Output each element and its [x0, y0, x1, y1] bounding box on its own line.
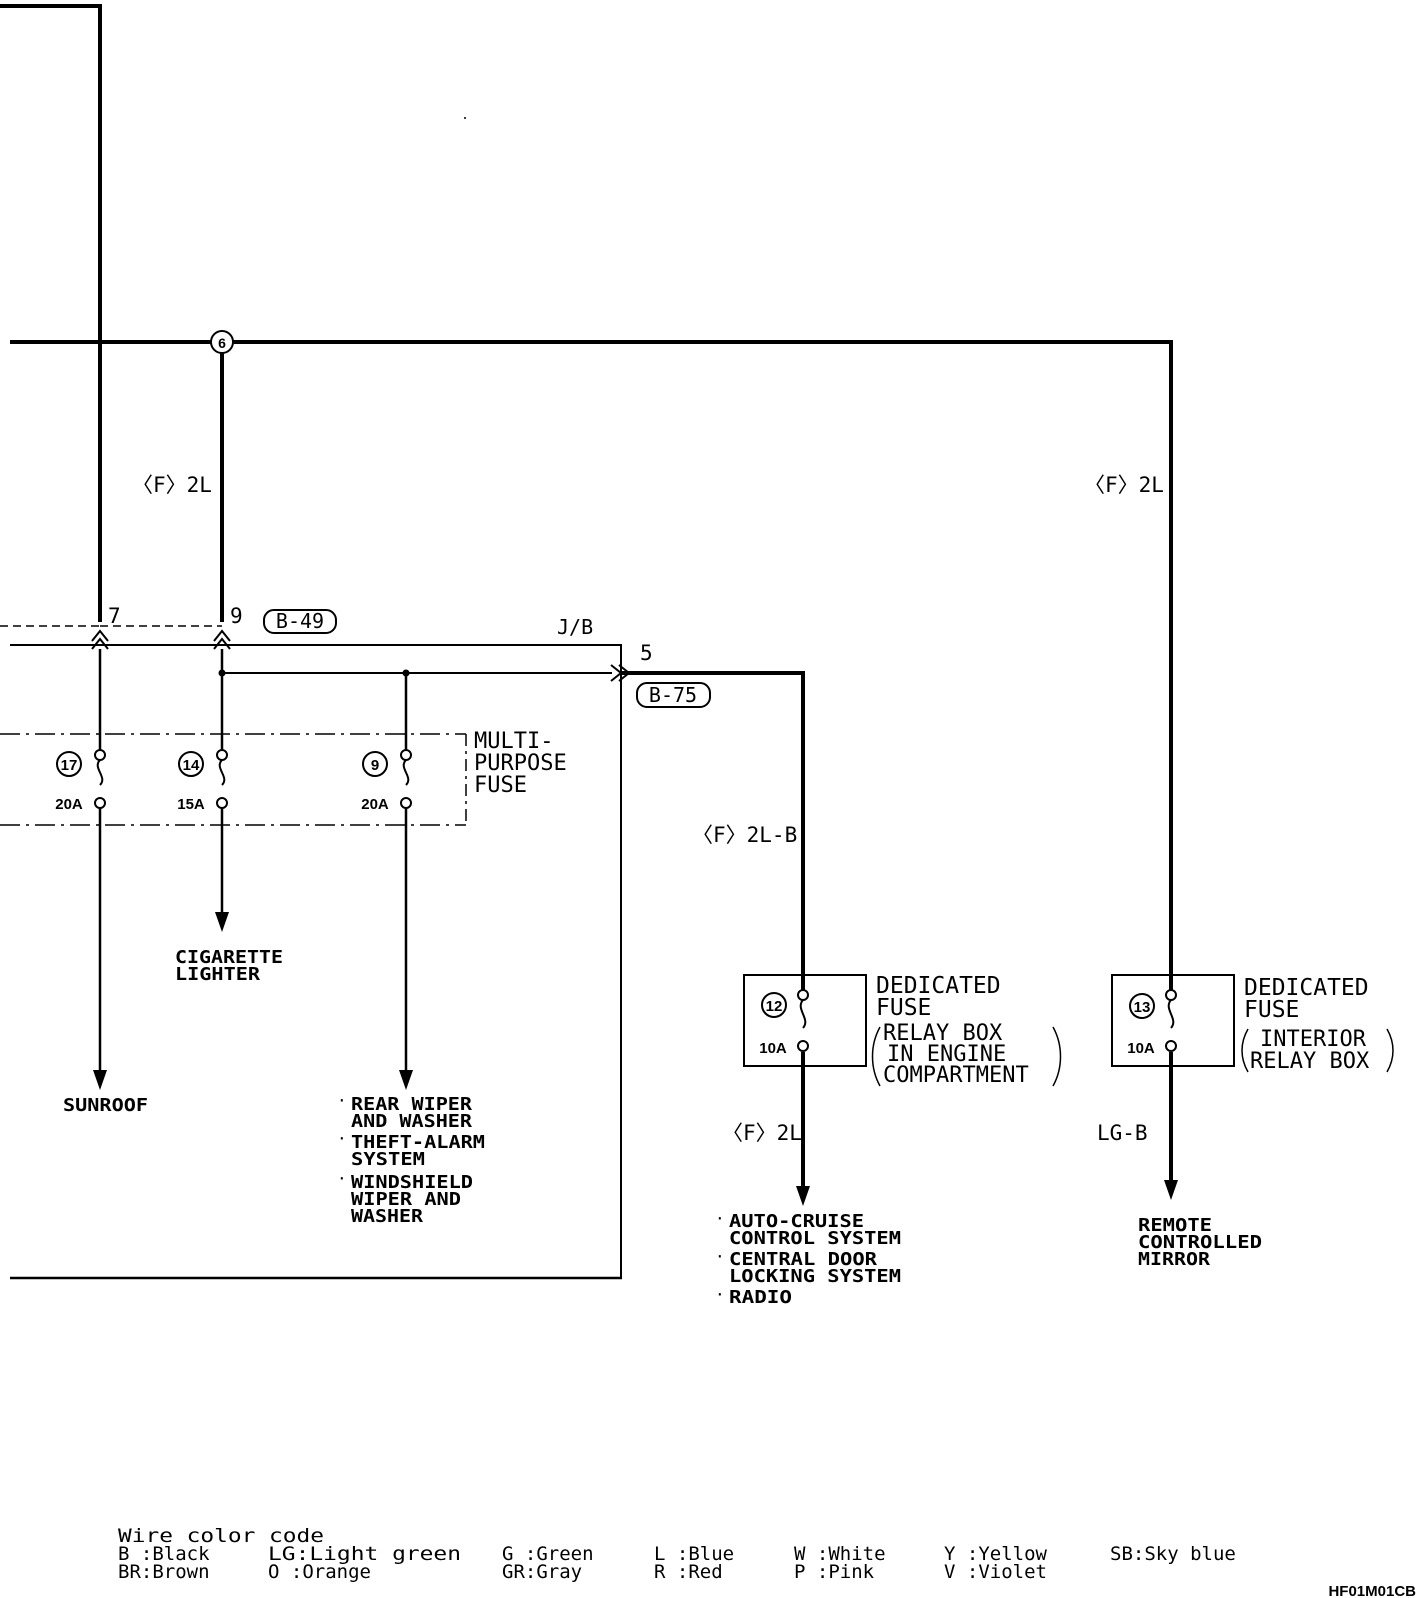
svg-text:SYSTEM: SYSTEM [351, 1149, 425, 1170]
pin-7: 7 [108, 604, 121, 628]
svg-text:13: 13 [1134, 999, 1151, 1016]
svg-text:RELAY BOX: RELAY BOX [1250, 1049, 1370, 1074]
svg-text:SB:Sky blue: SB:Sky blue [1110, 1543, 1236, 1565]
fuse12-title-line1: DEDICATED [876, 973, 1001, 999]
svg-text:9: 9 [371, 757, 379, 774]
wire-label-after-fuse12: 〈F〉2L [722, 1121, 802, 1145]
fuse13-title-line2: FUSE [1244, 997, 1299, 1023]
svg-text:15A: 15A [177, 796, 205, 813]
dest-cruise-group: · AUTO-CRUISE CONTROL SYSTEM · CENTRAL D… [715, 1209, 901, 1308]
multi-fuse-title-line1: MULTI- [474, 729, 553, 754]
dest-remote-mirror: REMOTE CONTROLLED MIRROR [1138, 1215, 1262, 1270]
svg-text:RELAY BOX: RELAY BOX [883, 1021, 1003, 1046]
svg-text:B-75: B-75 [649, 683, 697, 707]
splice-6: 6 [210, 330, 234, 354]
svg-text:REMOTE: REMOTE [1138, 1215, 1212, 1236]
wire-color-legend: Wire color code B :Black BR:Brown LG:Lig… [118, 1525, 1236, 1583]
figure-id: HF01M01CB [1328, 1583, 1416, 1598]
svg-text:17: 17 [61, 757, 78, 774]
fuse13-title-line1: DEDICATED [1244, 975, 1369, 1001]
svg-text:B-49: B-49 [276, 609, 324, 633]
svg-text:COMPARTMENT: COMPARTMENT [883, 1063, 1029, 1088]
svg-text:B :Black: B :Black [118, 1543, 210, 1565]
multi-fuse-title-line2: PURPOSE [474, 751, 567, 776]
svg-text:10A: 10A [759, 1040, 787, 1057]
connector-chevrons [91, 629, 631, 682]
svg-text:L :Blue: L :Blue [654, 1543, 734, 1565]
svg-text:MIRROR: MIRROR [1138, 1249, 1210, 1270]
dest-sunroof: SUNROOF [63, 1095, 148, 1116]
svg-text:CIGARETTE: CIGARETTE [175, 947, 283, 968]
svg-text:P :Pink: P :Pink [794, 1561, 875, 1583]
connector-b49: B-49 [263, 609, 337, 634]
svg-text:WINDSHIELD: WINDSHIELD [351, 1172, 473, 1193]
svg-text:LG:Light green: LG:Light green [268, 1543, 461, 1565]
svg-text:CONTROLLED: CONTROLLED [1138, 1232, 1262, 1253]
svg-text:·: · [715, 1247, 725, 1266]
svg-text:12: 12 [766, 998, 783, 1015]
multi-purpose-fuse-box [0, 733, 467, 826]
svg-text:AND WASHER: AND WASHER [351, 1111, 472, 1132]
junction-block [0, 625, 622, 1280]
wire-label-top-right: 〈F〉2L [1084, 473, 1164, 497]
wire-label-top-left: 〈F〉2L [132, 473, 212, 497]
svg-text:AUTO-CRUISE: AUTO-CRUISE [729, 1211, 864, 1232]
svg-text:R :Red: R :Red [654, 1561, 723, 1583]
svg-text:CENTRAL DOOR: CENTRAL DOOR [729, 1249, 877, 1270]
svg-text:G :Green: G :Green [502, 1543, 594, 1565]
dedicated-fuse-12: 12 10A [743, 974, 867, 1067]
jb-label: J/B [557, 615, 593, 639]
svg-text:GR:Gray: GR:Gray [502, 1561, 582, 1583]
pin-5: 5 [640, 641, 653, 665]
wire-label-after-fuse13: LG-B [1097, 1121, 1148, 1145]
svg-text:·: · [337, 1169, 347, 1188]
arrowheads [93, 912, 1178, 1206]
svg-text:V :Violet: V :Violet [944, 1561, 1047, 1583]
svg-text:BR:Brown: BR:Brown [118, 1561, 210, 1583]
fuse-17: 17 20A [55, 749, 106, 813]
main-wires [0, 4, 1173, 1188]
svg-text:LOCKING SYSTEM: LOCKING SYSTEM [729, 1266, 901, 1287]
fuse12-title-line2: FUSE [876, 995, 931, 1021]
svg-text:WIPER AND: WIPER AND [351, 1189, 461, 1210]
svg-text:WASHER: WASHER [351, 1206, 423, 1227]
dedicated-fuse-13: 13 10A [1111, 974, 1235, 1067]
dest-rear-group: · REAR WIPER AND WASHER · THEFT-ALARM SY… [337, 1091, 485, 1227]
multi-fuse-title-line3: FUSE [474, 773, 527, 798]
svg-text:O :Orange: O :Orange [268, 1561, 371, 1583]
svg-text:RADIO: RADIO [729, 1287, 792, 1308]
svg-text:·: · [715, 1209, 725, 1228]
svg-text:IN ENGINE: IN ENGINE [887, 1042, 1006, 1067]
svg-text:·: · [337, 1091, 347, 1110]
svg-text:INTERIOR: INTERIOR [1260, 1027, 1367, 1052]
svg-text:·: · [337, 1129, 347, 1148]
svg-text:LIGHTER: LIGHTER [175, 964, 260, 985]
svg-text:10A: 10A [1127, 1040, 1155, 1057]
wire-label-mid: 〈F〉2L-B [692, 823, 797, 847]
connector-b75: B-75 [636, 682, 711, 708]
pin-9: 9 [230, 604, 243, 628]
svg-text:20A: 20A [55, 796, 83, 813]
splice-number: 6 [218, 335, 226, 351]
dest-cigarette-lighter: CIGARETTE LIGHTER [175, 947, 283, 985]
svg-text:·: · [715, 1285, 725, 1304]
svg-text:20A: 20A [361, 796, 389, 813]
svg-text:14: 14 [183, 757, 200, 774]
svg-text:REAR WIPER: REAR WIPER [351, 1094, 472, 1115]
fuse-14: 14 15A [177, 749, 228, 813]
svg-text:Y :Yellow: Y :Yellow [944, 1543, 1048, 1565]
legend-title: Wire color code [118, 1525, 324, 1547]
svg-text:W :White: W :White [794, 1543, 886, 1565]
fuse12-location: RELAY BOX IN ENGINE COMPARTMENT [871, 1021, 1062, 1088]
fuse13-location: INTERIOR RELAY BOX [1241, 1027, 1394, 1074]
svg-text:CONTROL SYSTEM: CONTROL SYSTEM [729, 1228, 901, 1249]
inner-wires [98, 649, 612, 1072]
svg-text:THEFT-ALARM: THEFT-ALARM [351, 1132, 485, 1153]
fuse-9: 9 20A [361, 749, 412, 813]
